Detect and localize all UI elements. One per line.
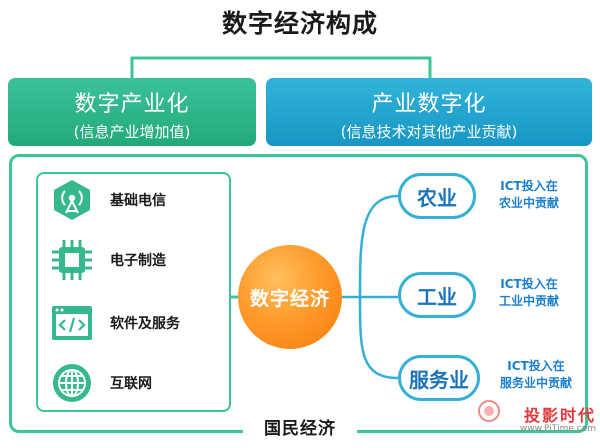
title-bracket-line: [130, 56, 432, 78]
note-industry: ICT投入在 工业中贡献: [484, 276, 574, 310]
digital-industrialization-subtitle: (信息产业增加值): [73, 123, 191, 141]
sector-service: 服务业: [398, 355, 480, 401]
national-economy-label: 国民经济: [243, 414, 357, 439]
branch-agriculture: [358, 194, 399, 298]
digital-industrialization-title: 数字产业化: [74, 92, 190, 117]
watermark-logo-icon: [478, 400, 500, 422]
digital-economy-hub: 数字经济: [238, 245, 342, 349]
watermark-url: www.PjTime.com: [519, 424, 596, 434]
ict-industries-box: [36, 172, 231, 412]
industrial-digitalization-subtitle: (信息技术对其他产业贡献): [340, 123, 518, 141]
diagram-title: 数字经济构成: [221, 9, 378, 38]
branch-service: [358, 296, 399, 380]
item-electronics-manufacturing: 电子制造: [50, 237, 166, 283]
item-label: 互联网: [110, 376, 152, 392]
note-line: 工业中贡献: [498, 294, 559, 308]
note-line: ICT投入在: [500, 179, 558, 193]
note-line: 服务业中贡献: [499, 376, 572, 390]
industrial-digitalization-title: 产业数字化: [371, 92, 487, 117]
item-software-services: 软件及服务: [50, 300, 180, 346]
note-line: ICT投入在: [500, 277, 558, 291]
sector-agriculture: 农业: [398, 173, 476, 219]
note-service: ICT投入在 服务业中贡献: [486, 358, 586, 392]
signal-tower-icon: [50, 178, 94, 222]
note-line: 农业中贡献: [498, 196, 559, 210]
digital-industrialization-box: 数字产业化 (信息产业增加值): [8, 78, 256, 146]
item-internet: 互联网: [50, 360, 152, 406]
item-label: 电子制造: [110, 253, 166, 269]
globe-icon: [50, 361, 94, 405]
industrial-digitalization-box: 产业数字化 (信息技术对其他产业贡献): [266, 78, 592, 146]
code-window-icon: [50, 301, 94, 345]
item-basic-telecom: 基础电信: [50, 177, 166, 223]
item-label: 基础电信: [110, 193, 166, 209]
note-agriculture: ICT投入在 农业中贡献: [484, 178, 574, 212]
watermark: 投影时代 www.PjTime.com: [476, 396, 596, 444]
sector-industry: 工业: [398, 272, 476, 318]
watermark-text: 投影时代: [523, 406, 596, 425]
note-line: ICT投入在: [507, 359, 565, 373]
item-label: 软件及服务: [110, 316, 180, 332]
chip-icon: [50, 238, 94, 282]
